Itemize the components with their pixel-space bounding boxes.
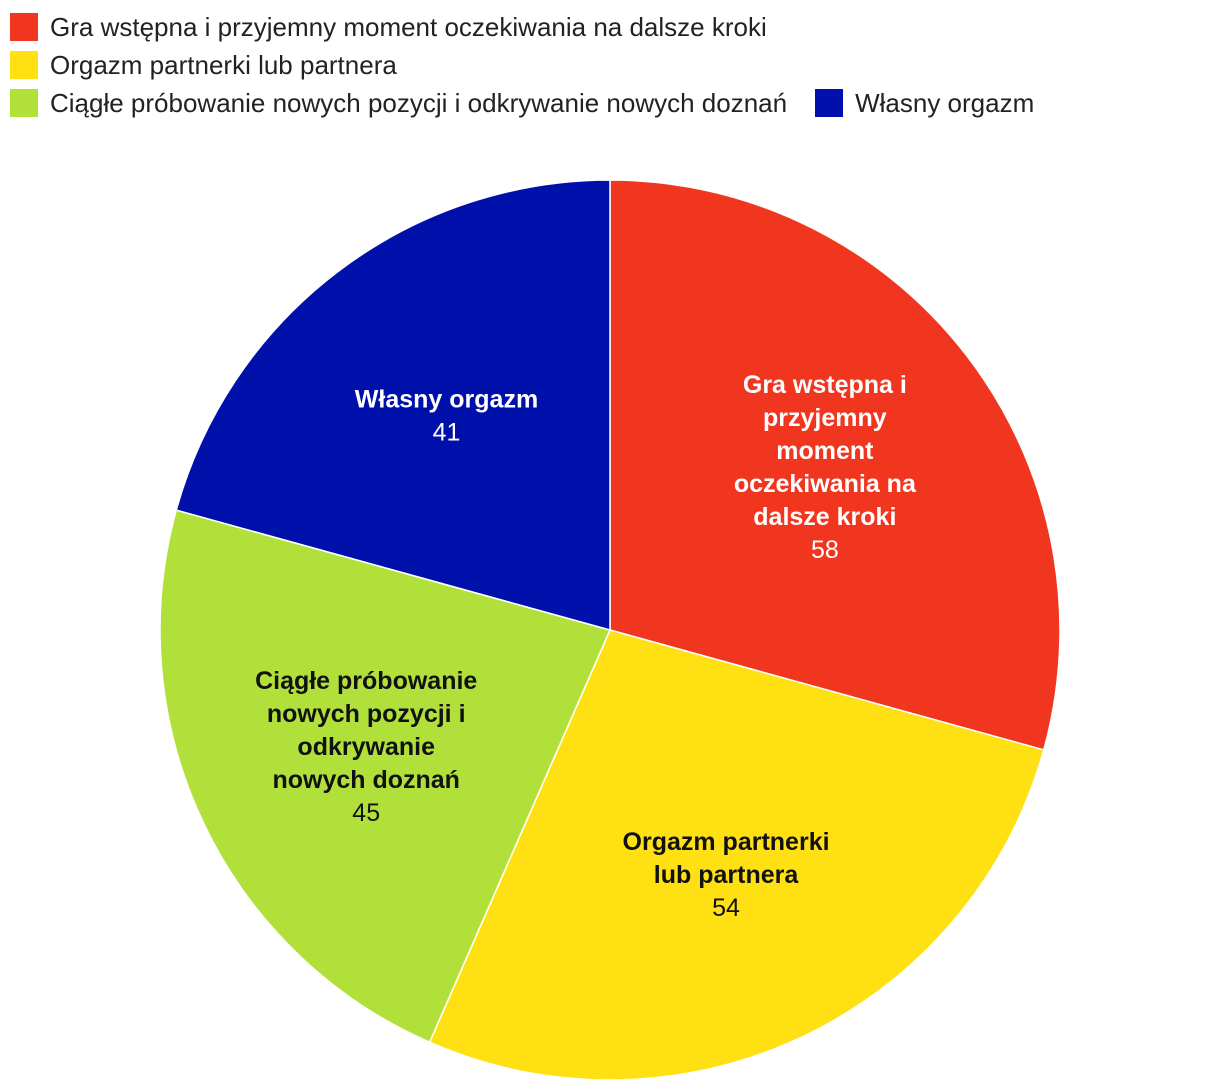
pie-slice[interactable] [428, 629, 1045, 1081]
slice-label: Gra wstępna i przyjemny moment oczekiwania … [734, 371, 917, 564]
pie-slice[interactable] [175, 179, 611, 631]
legend-item-wlasny-orgazm[interactable]: Własny orgazm [815, 88, 1034, 119]
legend-item-orgazm-partnerki[interactable]: Orgazm partnerki lub partnera [10, 50, 397, 81]
slice-label-line: przyjemny [763, 404, 887, 432]
slice-label: Orgazm partnerki lub partnera 54 [623, 828, 830, 922]
legend-label: Ciągłe próbowanie nowych pozycji i odkry… [50, 87, 788, 118]
slice-label-line: lub partnera [654, 861, 800, 889]
slice-value: 58 [811, 536, 839, 564]
legend-row: Gra wstępna i przyjemny moment oczekiwan… [10, 8, 1200, 46]
legend-item-gra-wstepna[interactable]: Gra wstępna i przyjemny moment oczekiwan… [10, 12, 767, 43]
slice-label-line: Własny orgazm [355, 386, 538, 414]
legend-row: Orgazm partnerki lub partnera [10, 46, 1200, 84]
slice-value: 54 [712, 894, 740, 922]
legend-label: Własny orgazm [855, 87, 1035, 118]
slice-label-line: oczekiwania na [734, 470, 917, 498]
slice-label: Ciągłe próbowanie nowych pozycji i odkrywa… [255, 667, 477, 827]
slice-label: Własny orgazm 41 [355, 386, 538, 447]
pie-slice[interactable] [609, 179, 1061, 751]
slice-label-line: Orgazm partnerki [623, 828, 830, 856]
legend: Gra wstępna i przyjemny moment oczekiwan… [10, 8, 1200, 122]
legend-swatch [10, 89, 38, 117]
slice-label-line: Gra wstępna i [743, 371, 907, 399]
slice-label-line: Ciągłe próbowanie [255, 667, 477, 695]
legend-swatch [10, 13, 38, 41]
slice-value: 41 [433, 419, 461, 447]
legend-row: Ciągłe próbowanie nowych pozycji i odkry… [10, 84, 1200, 122]
legend-swatch [10, 51, 38, 79]
slice-label-line: odkrywanie [297, 733, 435, 761]
slice-label-line: moment [776, 437, 874, 465]
slice-label-line: nowych pozycji i [267, 700, 466, 728]
legend-label: Gra wstępna i przyjemny moment oczekiwan… [50, 11, 767, 42]
pie-slice[interactable] [159, 509, 612, 1044]
slice-value: 45 [352, 799, 380, 827]
legend-swatch [815, 89, 844, 117]
slice-label-line: dalsze kroki [753, 503, 896, 531]
legend-item-ciagle-probowanie[interactable]: Ciągłe próbowanie nowych pozycji i odkry… [10, 88, 787, 119]
legend-label: Orgazm partnerki lub partnera [50, 49, 397, 80]
slice-label-line: nowych doznań [272, 766, 460, 794]
